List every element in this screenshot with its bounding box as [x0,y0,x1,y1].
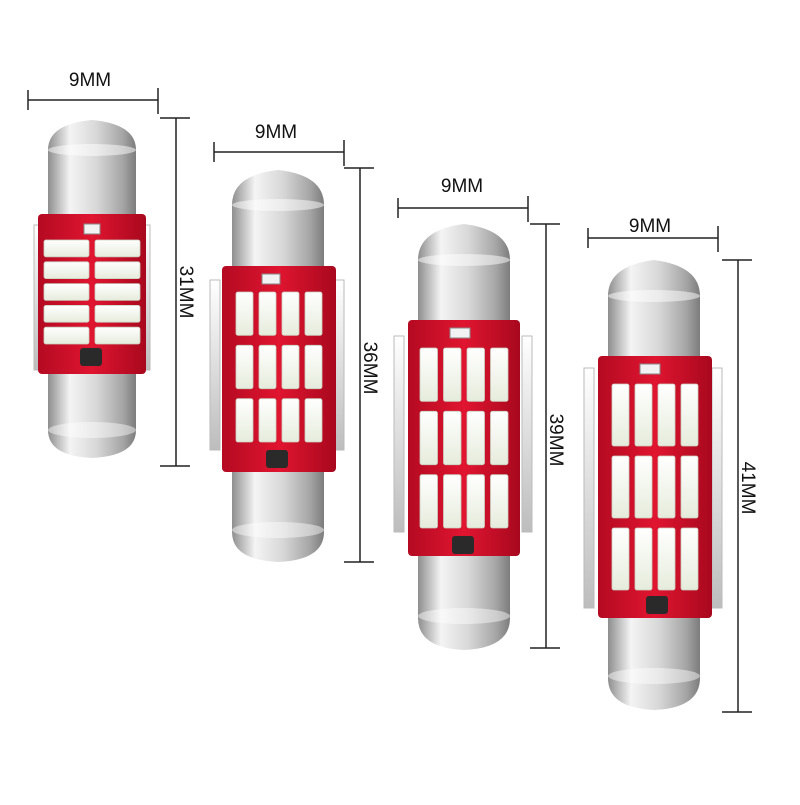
dimension-length: 31MM [160,117,196,467]
led-chip [94,283,141,301]
dimension-length: 36MM [344,167,380,563]
width-label: 9MM [441,176,483,197]
dimension-width: 9MM [213,122,345,166]
resistor [266,450,288,468]
led-chip [466,474,485,529]
led-chip [304,291,323,336]
led-chip [657,455,676,519]
led-grid [611,383,699,591]
led-chip [258,291,277,336]
led-chip [94,239,141,258]
led-chip [43,304,90,323]
top-cap [608,260,700,358]
led-chip [419,347,438,402]
led-chip [281,398,300,443]
led-chip [235,398,254,443]
led-chip [304,344,323,390]
top-cap [48,120,136,215]
led-chip [43,239,90,258]
bulb-39mm: 9MM 39MM [393,176,566,650]
resistor [80,348,102,366]
led-grid [235,291,323,443]
led-chip [466,410,485,466]
bulb-36mm: 9MM 36MM [209,122,380,563]
dimension-width: 9MM [397,176,529,222]
length-label: 36MM [359,342,380,395]
led-chip [657,383,676,447]
resistor [452,536,474,554]
width-label: 9MM [629,216,671,237]
length-label: 31MM [175,266,196,319]
led-chip [43,326,90,345]
top-cap [418,224,510,322]
led-chip [680,527,699,591]
led-chip [258,398,277,443]
led-chip [419,474,438,529]
led-chip [235,291,254,336]
bottom-cap [608,618,700,710]
led-chip [235,344,254,390]
led-chip [680,383,699,447]
led-chip [466,347,485,402]
led-chip [43,283,90,301]
led-chip [419,410,438,466]
length-label: 41MM [737,462,758,515]
led-chip [281,291,300,336]
led-chip [443,347,462,402]
led-chip [611,527,630,591]
bottom-cap [48,374,136,458]
led-chip [611,383,630,447]
bulb-41mm: 9MM 41MM [583,216,758,713]
led-chip [443,410,462,466]
led-chip [490,410,509,466]
led-chip [281,344,300,390]
top-cap [232,170,324,268]
led-chip [680,455,699,519]
led-chip [634,455,653,519]
led-chip [657,527,676,591]
width-label: 9MM [255,122,297,143]
led-chip [304,398,323,443]
led-chip [490,474,509,529]
width-label: 9MM [69,70,111,91]
bulb-31mm: 9MM 31MM [27,70,196,467]
dimension-width: 9MM [587,216,719,252]
led-chip [94,304,141,323]
led-chip [634,383,653,447]
led-grid [419,347,509,529]
resistor [646,596,668,614]
led-chip [490,347,509,402]
dimension-length: 39MM [530,223,566,649]
bottom-cap [418,556,510,650]
dimension-length: 41MM [722,259,758,713]
led-chip [443,474,462,529]
led-grid [43,239,141,345]
length-label: 39MM [545,414,566,467]
led-chip [94,261,141,279]
led-chip [258,344,277,390]
led-chip [43,261,90,279]
bottom-cap [232,472,324,562]
led-chip [94,326,141,345]
led-chip [611,455,630,519]
dimension-width: 9MM [27,70,159,114]
led-chip [634,527,653,591]
